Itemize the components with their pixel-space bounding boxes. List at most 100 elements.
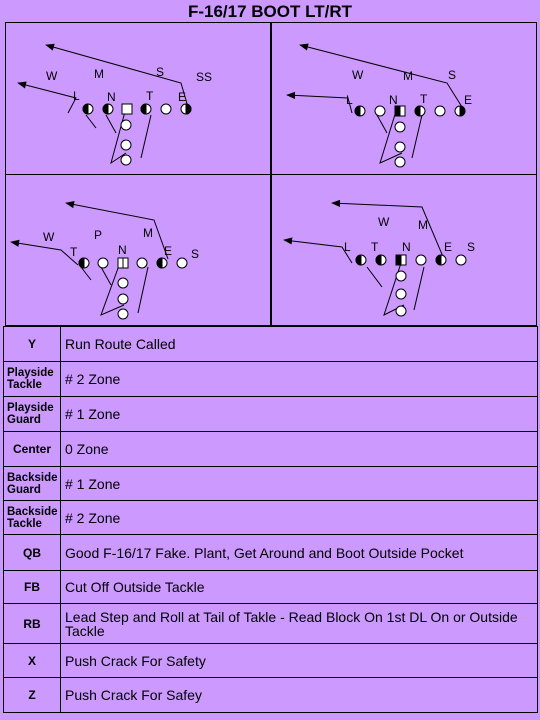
route-line — [376, 114, 388, 134]
assignment-cell: # 2 Zone — [60, 361, 538, 397]
defender-label: N — [107, 90, 116, 104]
lineman-circle — [374, 105, 386, 117]
position-cell: Y — [3, 326, 61, 362]
play-diagram-3: W P M T N E S — [5, 174, 271, 326]
route-line — [105, 114, 117, 134]
half-fill — [414, 105, 421, 117]
back-circle — [120, 154, 132, 166]
back-circle — [395, 270, 407, 282]
page-title: F-16/17 BOOT LT/RT — [187, 2, 353, 21]
defender-label: N — [402, 240, 411, 254]
position-cell: Z — [3, 677, 61, 713]
assignment-cell: # 2 Zone — [60, 500, 538, 535]
defender-label: E — [464, 93, 472, 107]
defender-label: T — [70, 245, 78, 259]
route-line — [100, 259, 125, 316]
route-line — [413, 266, 425, 311]
half-fill — [435, 254, 442, 266]
defender-label: E — [164, 244, 172, 258]
defender-label: M — [94, 67, 104, 81]
table-row: Y Run Route Called — [3, 326, 538, 362]
route-line — [379, 107, 403, 164]
table-row: Center 0 Zone — [3, 431, 538, 467]
play-diagram-1: W M S SS L N T E — [5, 22, 271, 175]
defender-label: W — [43, 230, 55, 244]
half-fill — [354, 105, 361, 117]
back-circle — [120, 119, 132, 131]
route-line — [299, 43, 463, 108]
route-line — [137, 266, 149, 314]
half-fill — [355, 254, 362, 266]
back-circle — [394, 141, 406, 153]
back-circle — [120, 139, 132, 151]
defender-label: E — [178, 90, 186, 104]
lineman-circle — [160, 103, 172, 115]
play-diagram-3-svg: W P M T N E S — [10, 201, 199, 320]
table-row: Playside Tackle # 2 Zone — [3, 361, 538, 397]
defender-label: T — [146, 89, 154, 103]
assignment-cell: # 1 Zone — [60, 466, 538, 501]
half-fill — [375, 254, 382, 266]
defender-label: S — [156, 65, 164, 79]
back-circle — [117, 277, 129, 289]
route-line — [45, 43, 189, 108]
route-line — [140, 114, 152, 159]
lineman-circle — [136, 257, 148, 269]
assignment-cell: 0 Zone — [60, 431, 538, 467]
center-square — [121, 103, 133, 115]
defender-label: L — [346, 93, 353, 107]
lineman-circle — [415, 254, 427, 266]
table-row: Z Push Crack For Safey — [3, 677, 538, 713]
position-cell: FB — [3, 570, 61, 604]
defender-labels: W M S L N T E — [346, 68, 472, 107]
half-fill — [82, 103, 89, 115]
position-cell: QB — [3, 534, 61, 571]
assignment-cell: Good F-16/17 Fake. Plant, Get Around and… — [60, 534, 538, 571]
route-line — [85, 114, 97, 129]
route-line — [411, 114, 423, 159]
route-line — [110, 107, 127, 165]
defender-label: M — [418, 218, 428, 232]
route-line — [65, 201, 169, 260]
position-cell: RB — [3, 603, 61, 644]
table-row: Backside Tackle # 2 Zone — [3, 500, 538, 535]
assignment-cell: Push Crack For Safety — [60, 643, 538, 678]
position-cell: Backside Guard — [3, 466, 61, 501]
back-circle — [117, 293, 129, 305]
route-line — [80, 266, 92, 281]
half-fill — [185, 103, 192, 115]
defender-label: N — [389, 93, 398, 107]
assignment-cell: Push Crack For Safey — [60, 677, 538, 713]
route-line — [17, 81, 77, 114]
defender-labels: W P M T N E S — [43, 226, 199, 261]
table-row: RB Lead Step and Roll at Tail of Takle -… — [3, 603, 538, 644]
defender-label: SS — [196, 70, 212, 84]
assignment-cell: Lead Step and Roll at Tail of Takle - Re… — [60, 603, 538, 644]
lineman-circle — [97, 257, 109, 269]
defender-label: S — [448, 68, 456, 82]
defender-label: S — [191, 247, 199, 261]
defender-label: T — [371, 240, 379, 254]
defender-label: M — [403, 69, 413, 83]
defender-label: N — [118, 243, 127, 257]
lineman-circle — [455, 254, 467, 266]
defender-labels: W M L T N E S — [344, 215, 475, 254]
route-line — [366, 266, 383, 288]
defender-label: P — [94, 228, 102, 242]
defender-label: W — [46, 69, 58, 83]
half-fill — [394, 105, 401, 117]
back-circle — [395, 305, 407, 317]
position-cell: Center — [3, 431, 61, 467]
route-line — [286, 91, 353, 114]
play-diagram-4-svg: W M L T N E S — [283, 199, 475, 317]
assignment-table: Y Run Route Called Playside Tackle # 2 Z… — [3, 326, 538, 713]
half-fill — [102, 103, 109, 115]
defender-label: M — [143, 226, 153, 240]
half-fill — [395, 254, 402, 266]
route-line — [10, 239, 79, 266]
position-cell: Playside Tackle — [3, 361, 61, 397]
defender-label: S — [467, 240, 475, 254]
play-diagram-4: W M L T N E S — [271, 174, 537, 326]
table-row: Backside Guard # 1 Zone — [3, 466, 538, 501]
half-fill — [78, 257, 85, 269]
